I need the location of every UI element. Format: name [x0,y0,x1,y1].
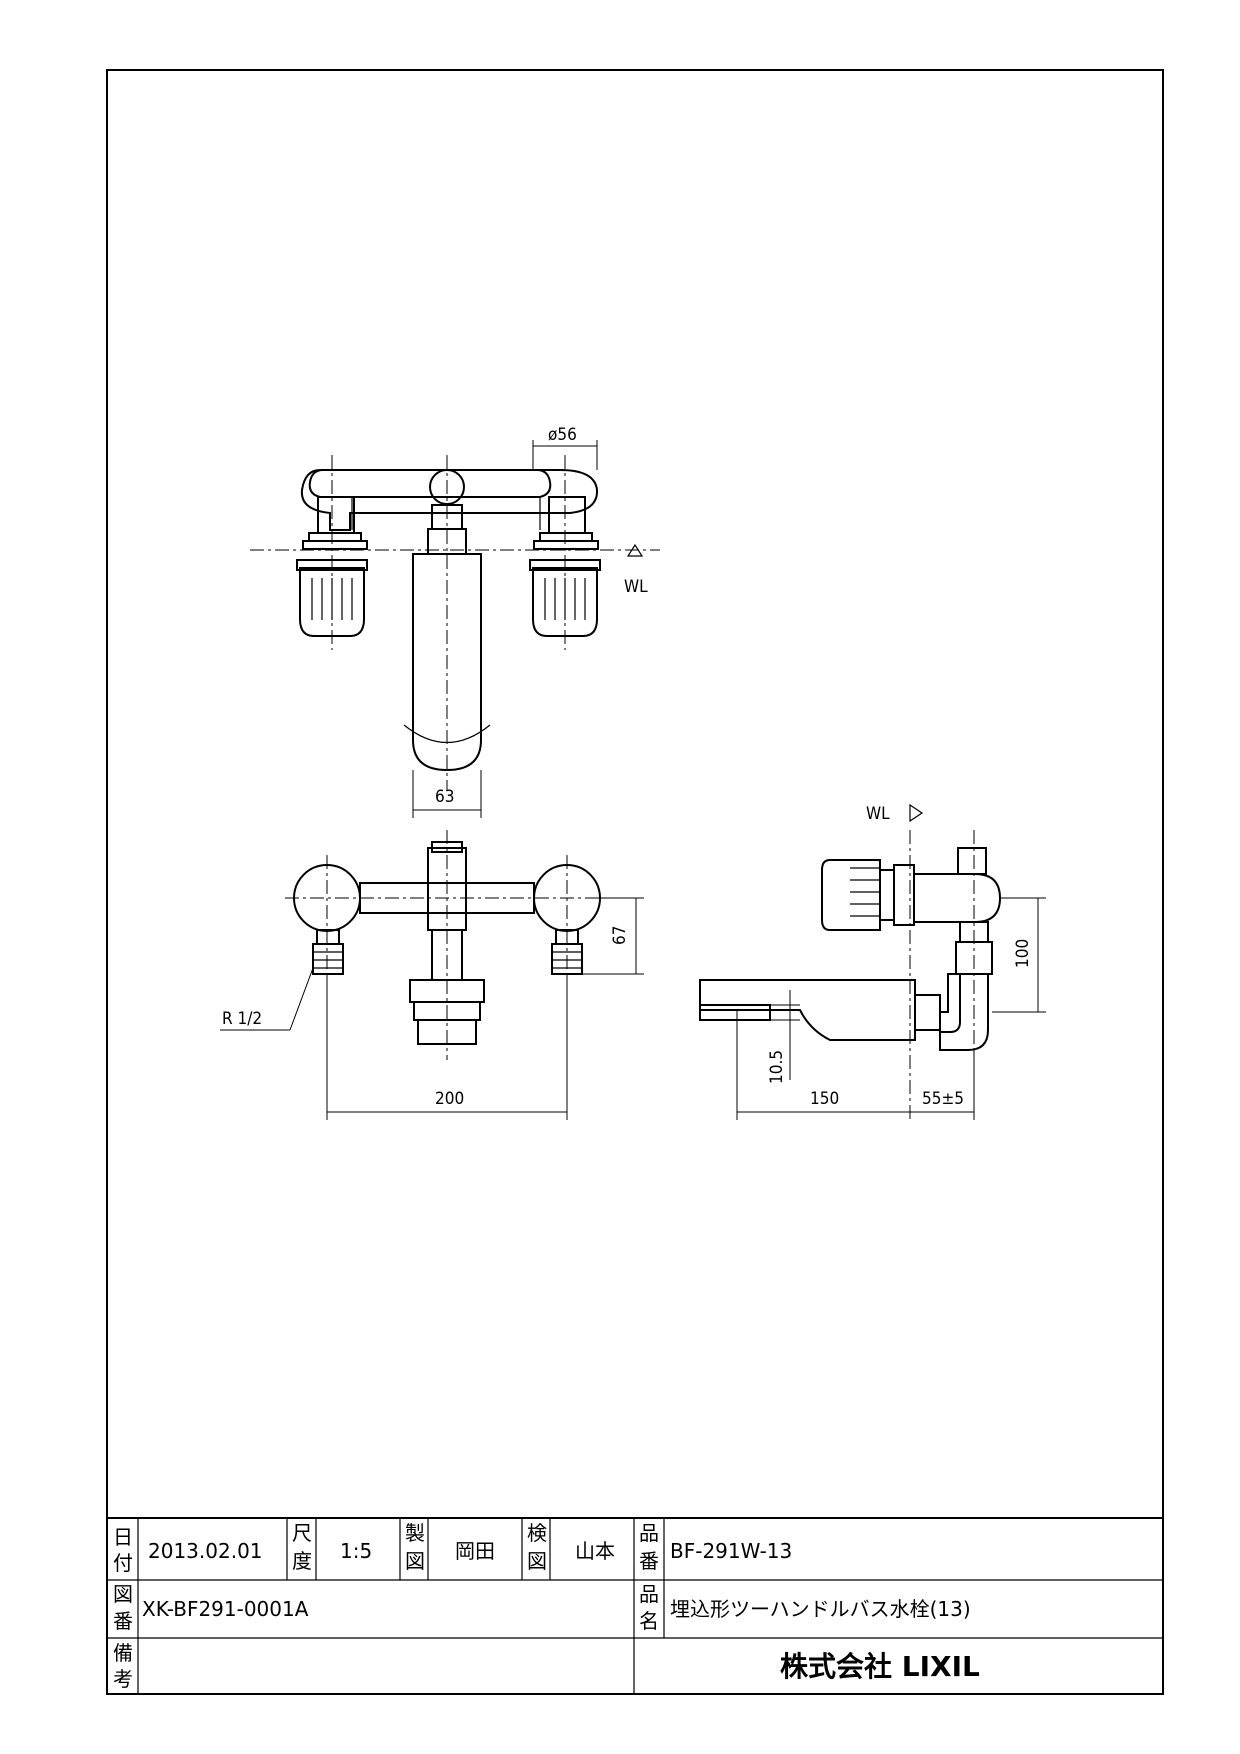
side-view: WL 100 10.5 150 55±5 [699,803,1046,1120]
dim-length-150: 150 [810,1089,839,1109]
date-value: 2013.02.01 [148,1539,263,1563]
dim-spout-63: 63 [435,787,454,807]
label-drawing-no-2: 番 [113,1609,133,1633]
sheet-frame [106,69,1164,1695]
label-part-name-1: 品 [639,1582,659,1606]
label-date-2: 付 [113,1551,133,1575]
wl-label-side: WL [866,804,890,824]
label-part-name-2: 名 [639,1609,659,1633]
label-scale-2: 度 [292,1549,312,1573]
label-part-no-2: 番 [639,1549,659,1573]
front-view-lower: R 1/2 67 200 [220,830,644,1120]
label-date-1: 日 [113,1525,133,1549]
dim-diameter-56: ø56 [548,425,577,445]
scale-value: 1:5 [340,1539,372,1563]
drawing-no-value: XK-BF291-0001A [142,1597,309,1621]
wl-label-front: WL [624,577,648,597]
company-logo: 株式会社 LIXIL [780,1650,980,1683]
label-remarks-2: 考 [113,1667,133,1691]
label-remarks-1: 備 [113,1641,133,1665]
label-part-no-1: 品 [639,1521,659,1545]
part-name-value: 埋込形ツーハンドルバス水栓(13) [670,1597,971,1621]
label-drawing-no-1: 図 [113,1582,133,1606]
dim-pitch-200: 200 [435,1089,464,1109]
label-checked-1: 検 [527,1521,547,1545]
checked-by-value: 山本 [575,1539,615,1563]
label-scale-1: 尺 [292,1521,312,1545]
dim-height-67: 67 [610,926,630,945]
label-drawn-1: 製 [405,1521,425,1545]
label-checked-2: 図 [527,1549,547,1573]
dim-thread-r12: R 1/2 [222,1009,262,1029]
dim-offset-10-5: 10.5 [767,1050,787,1084]
part-no-value: BF-291W-13 [670,1539,792,1563]
drawn-by-value: 岡田 [455,1539,495,1563]
title-block: 日 付 2013.02.01 尺 度 1:5 製 図 岡田 検 図 山本 品 番… [107,1517,1163,1694]
dim-height-100: 100 [1013,939,1033,968]
dim-depth-55: 55±5 [922,1089,964,1109]
label-drawn-2: 図 [405,1549,425,1573]
front-view-upper: WL ø56 63 [250,425,660,818]
